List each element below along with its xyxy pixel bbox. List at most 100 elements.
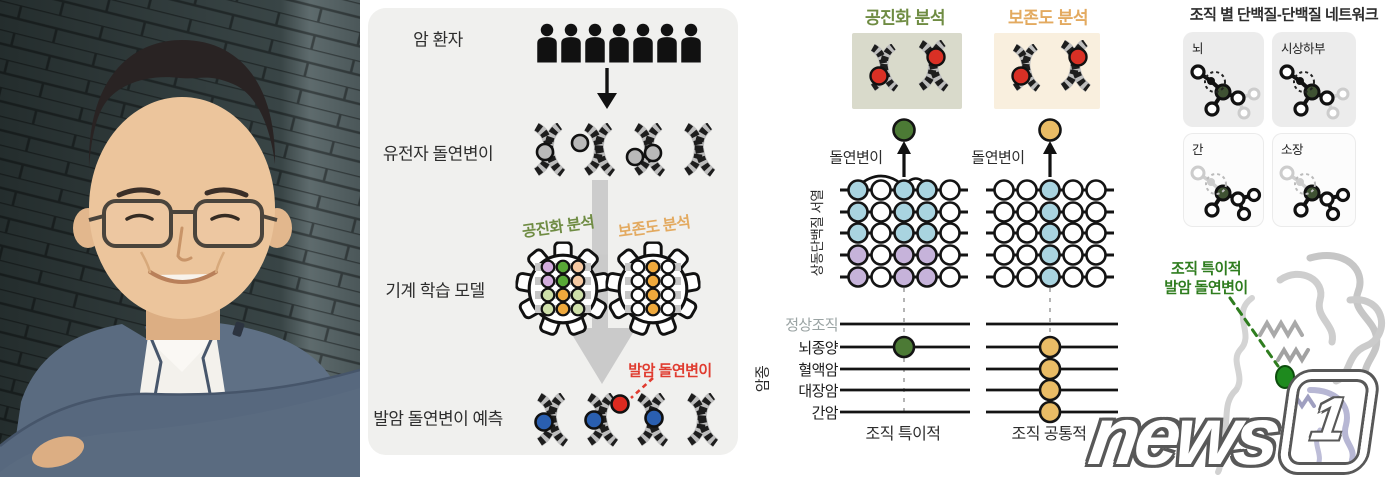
tissue-row-label: 뇌종양 — [798, 340, 838, 357]
coevolution-dot — [892, 118, 916, 142]
driver-mutation-callout: 발암 돌연변이 — [628, 362, 712, 380]
tissue-row-label: 혈액암 — [798, 362, 838, 379]
person-icon — [657, 23, 677, 63]
person-icon — [537, 23, 557, 63]
sequence-residue — [1085, 266, 1107, 288]
person-icon — [681, 23, 701, 63]
sequence-residue — [939, 222, 961, 244]
conservation-gear-content — [625, 259, 681, 317]
person-icon — [633, 23, 653, 63]
pipeline-panel: 암 환자 유전자 돌연변이 기계 학습 모델 발암 돌연변이 예측 — [368, 8, 738, 455]
tissue-row-label: 간암 — [811, 405, 839, 422]
tissue-hit-dot — [1038, 335, 1062, 359]
tissue-specific-label: 조직 특이적 — [865, 426, 941, 443]
sequence-residue — [1039, 179, 1061, 201]
network-tissue-box: 소장 — [1272, 133, 1356, 227]
sequence-residue — [1039, 244, 1061, 266]
protein-section: 조직 특이적 발암 돌연변이 — [1160, 240, 1400, 477]
highlighted-residue — [1275, 365, 1295, 389]
person-icon — [561, 23, 581, 63]
sequence-residue — [893, 244, 915, 266]
protein-network-icon — [1274, 159, 1352, 225]
watermark-text: news — [1083, 391, 1282, 477]
coevolution-title: 공진화 분석 — [865, 8, 945, 28]
conservation-dot — [1038, 118, 1062, 142]
coevolution-brackets — [857, 174, 929, 187]
sequence-residue — [847, 179, 869, 201]
coevolution-gear-content — [535, 259, 591, 317]
sequence-residue — [870, 222, 892, 244]
network-tissue-box: 간 — [1183, 133, 1264, 227]
sequence-residue — [1016, 201, 1038, 223]
sequence-residue — [1039, 222, 1061, 244]
sequence-residue — [993, 244, 1015, 266]
person-icon — [609, 23, 629, 63]
sequence-residue — [993, 201, 1015, 223]
sequence-residue — [916, 244, 938, 266]
network-tissue-label: 간 — [1192, 143, 1204, 157]
tissue-row-label: 대장암 — [798, 383, 838, 400]
callout-dash-line — [630, 377, 654, 399]
dna-icon — [586, 126, 612, 173]
mutation-site-circles — [535, 133, 663, 167]
sequence-residue — [916, 201, 938, 223]
person-icon — [585, 23, 605, 63]
sequence-residue — [1085, 244, 1107, 266]
sequence-residue — [847, 266, 869, 288]
patient-icons — [537, 23, 701, 63]
mutation-label-right: 돌연변이 — [971, 149, 1025, 167]
conservation-title: 보존도 분석 — [1008, 8, 1088, 28]
network-title: 조직 별 단백질-단백질 네트워크 — [1189, 6, 1379, 24]
sequence-residue — [993, 266, 1015, 288]
prediction-label: 발암 돌연변이 예측 — [373, 409, 503, 429]
sequence-residue — [1039, 266, 1061, 288]
sequence-residue — [870, 266, 892, 288]
glasses-icon — [88, 199, 278, 248]
mutation-label-left: 돌연변이 — [829, 149, 883, 167]
sequence-residue — [893, 266, 915, 288]
sequence-residue — [1016, 244, 1038, 266]
person-portrait-illustration — [0, 0, 361, 477]
analysis-graphics — [840, 0, 1118, 424]
sequence-residue — [939, 244, 961, 266]
sequence-residue — [916, 222, 938, 244]
sequence-residue — [1062, 266, 1084, 288]
annotation-arrow — [1228, 296, 1280, 368]
sequence-residue — [916, 266, 938, 288]
protein-network-icon — [1185, 58, 1263, 124]
sequence-residue — [1085, 179, 1107, 201]
tissue-hit-dot — [1038, 357, 1062, 381]
arrow-down-icon — [597, 68, 617, 109]
sequence-residue — [916, 179, 938, 201]
sequence-residue — [847, 222, 869, 244]
predicted-mutation-circles — [534, 394, 664, 432]
protein-structure-icon — [1214, 252, 1385, 475]
tissue-hit-dot — [1038, 378, 1062, 402]
dna-row-prediction — [534, 377, 730, 454]
sequence-residue — [1085, 201, 1107, 223]
sequence-residue — [993, 179, 1015, 201]
sequence-residue — [847, 244, 869, 266]
watermark-digit-box: 1 — [1278, 372, 1379, 472]
protein-annotation-line2: 발암 돌연변이 — [1164, 279, 1248, 297]
sequence-residue — [939, 179, 961, 201]
dna-icon — [686, 126, 712, 173]
sequence-residue — [893, 179, 915, 201]
network-tissue-label: 시상하부 — [1281, 42, 1326, 56]
ml-model-label: 기계 학습 모델 — [385, 281, 485, 301]
sequence-residue — [1062, 201, 1084, 223]
tissue-hit-dot — [892, 335, 916, 359]
protein-annotation-line1: 조직 특이적 — [1170, 260, 1242, 278]
network-tissue-box: 시상하부 — [1272, 32, 1356, 127]
sequence-residue — [1062, 179, 1084, 201]
protein-network-icon — [1185, 159, 1263, 225]
sequence-residue — [1039, 201, 1061, 223]
sequence-residue — [847, 201, 869, 223]
red-mutation-circles — [869, 47, 1088, 86]
analysis-diagram: 공진화 분석 보존도 분석 돌연변이 돌연변이 상동단백질 서열 암종 정상조직… — [740, 0, 1160, 477]
